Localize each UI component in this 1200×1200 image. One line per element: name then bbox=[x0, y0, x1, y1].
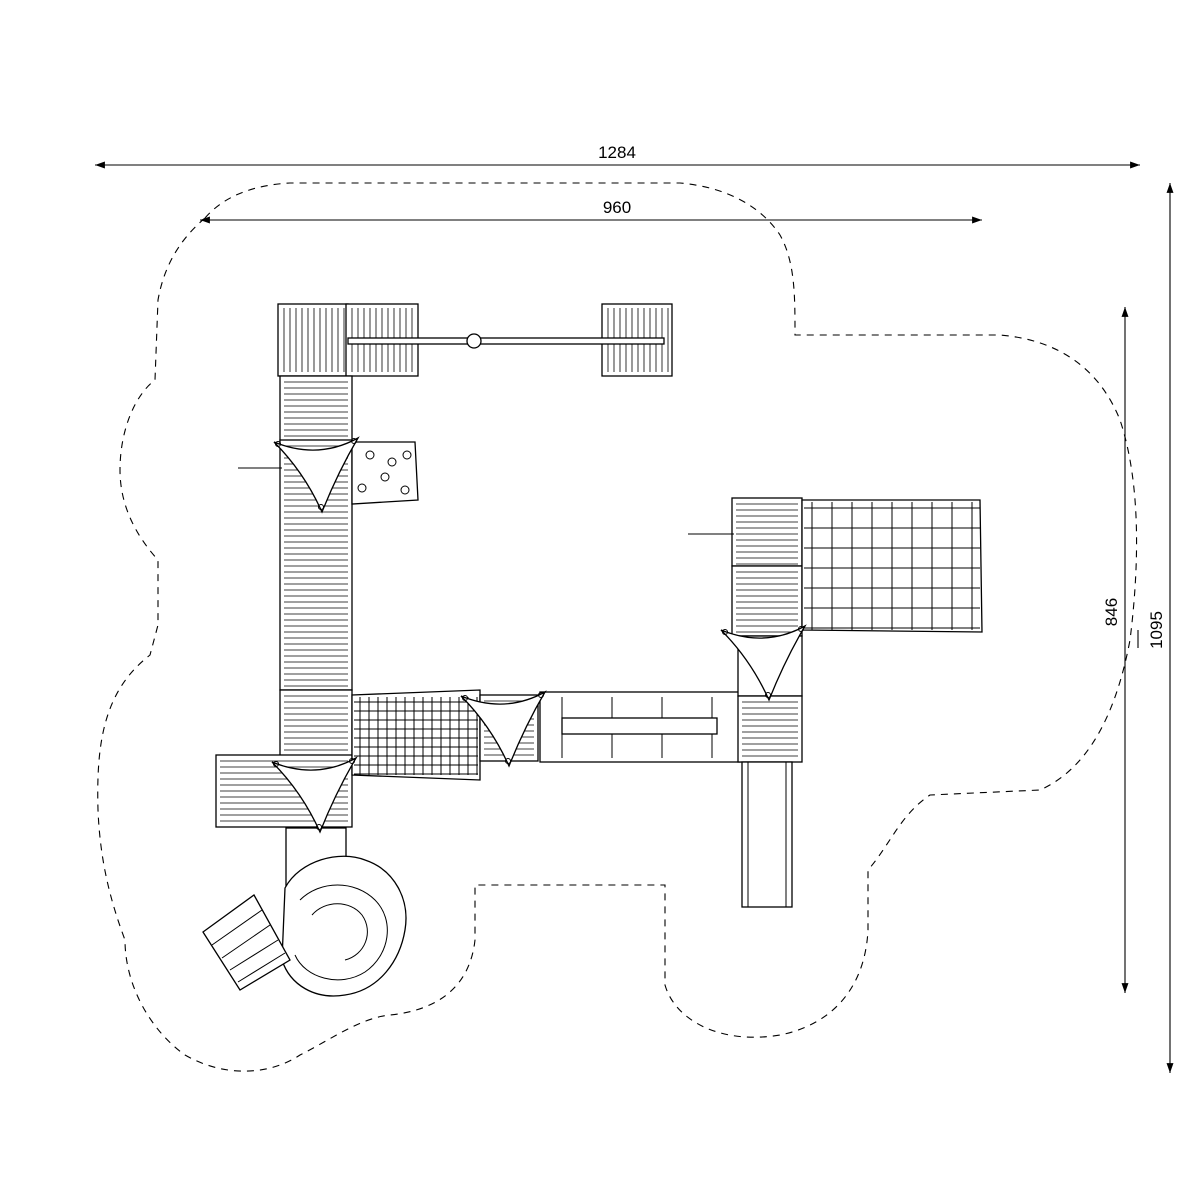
bolt-icon bbox=[462, 695, 468, 701]
dimension-label-overall-width: 1284 bbox=[598, 143, 636, 162]
bolt-icon bbox=[505, 758, 511, 764]
bolt-icon bbox=[351, 438, 357, 444]
connector-plate bbox=[460, 690, 547, 768]
bolt-icon bbox=[722, 629, 728, 635]
climbing-net-frame bbox=[801, 499, 983, 633]
bolt-icon bbox=[466, 333, 482, 349]
bolt-icon bbox=[798, 626, 804, 632]
connector-plate bbox=[273, 436, 360, 514]
bolt-icon bbox=[316, 824, 322, 830]
right-tower bbox=[688, 497, 803, 763]
climbing-wall bbox=[351, 441, 419, 505]
dimension-label-equipment-depth: 846 bbox=[1102, 598, 1121, 626]
top-deck-group bbox=[277, 303, 673, 377]
bolt-icon bbox=[273, 761, 279, 767]
bolt-icon bbox=[275, 441, 281, 447]
bolt-icon bbox=[349, 758, 355, 764]
ladder bbox=[741, 761, 793, 908]
bolt-icon bbox=[765, 692, 771, 698]
dimension-label-overall-depth: 1095 bbox=[1147, 611, 1166, 649]
bolt-icon bbox=[318, 504, 324, 510]
tube-slide bbox=[202, 855, 407, 997]
climbing-hold-icon bbox=[365, 450, 375, 460]
dimension-label-equipment-width: 960 bbox=[603, 198, 631, 217]
left-walkway bbox=[238, 375, 353, 761]
connector-plate bbox=[271, 756, 358, 834]
connector-plate bbox=[720, 624, 807, 702]
bolt-icon bbox=[538, 692, 544, 698]
net-bridge bbox=[351, 689, 481, 781]
